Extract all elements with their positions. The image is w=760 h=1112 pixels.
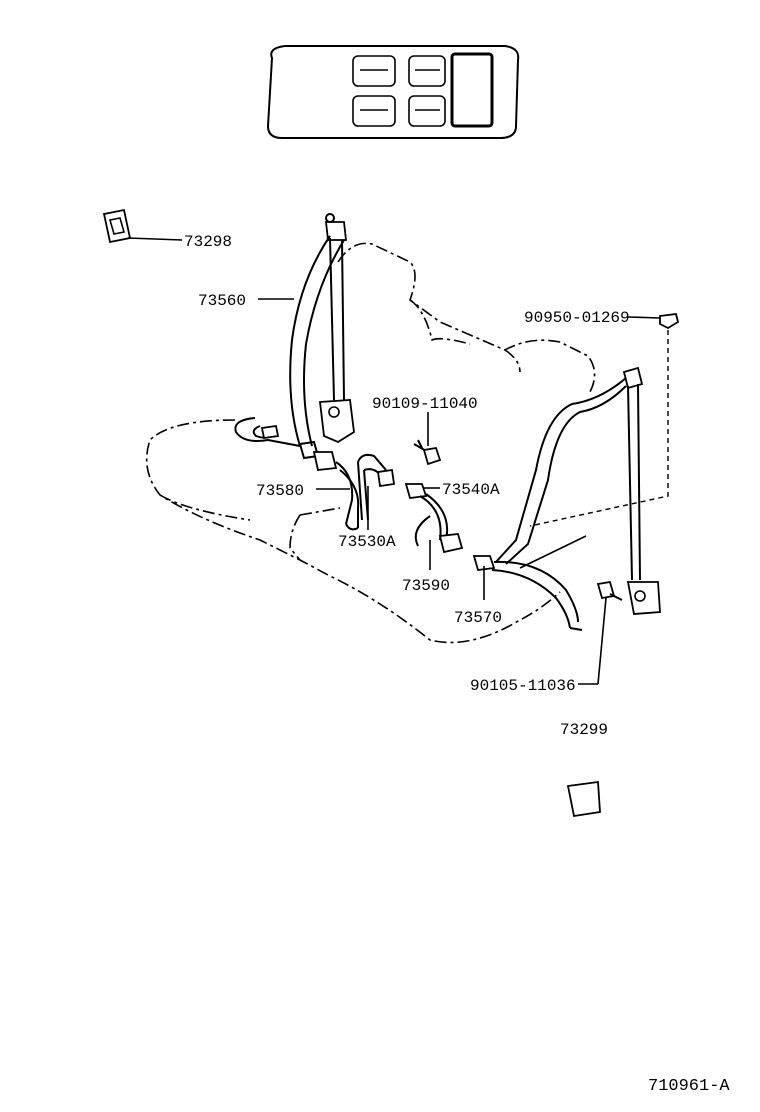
label-73299: 73299 <box>560 721 608 739</box>
left-lap-belt <box>312 451 360 531</box>
leader-lines <box>127 237 661 685</box>
part-labels: 73298 73560 90950-01269 90109-11040 7358… <box>184 233 630 739</box>
bolt-90109-icon <box>413 439 442 466</box>
center-buckle <box>404 483 464 554</box>
label-73580: 73580 <box>256 482 304 500</box>
clip-90950-icon <box>529 313 680 527</box>
label-73570: 73570 <box>454 609 502 627</box>
bolt-90105-icon <box>596 580 623 601</box>
label-73298: 73298 <box>184 233 232 251</box>
label-73540a: 73540A <box>442 481 500 499</box>
cover-73299-icon <box>566 780 601 818</box>
label-90950-01269: 90950-01269 <box>524 309 630 327</box>
label-90105-11036: 90105-11036 <box>470 677 576 695</box>
rear-seat-outline <box>145 242 596 644</box>
left-shoulder-belt <box>234 213 355 460</box>
label-73530a: 73530A <box>338 533 396 551</box>
right-shoulder-belt <box>472 366 661 631</box>
cover-73298-icon <box>102 208 132 244</box>
diagram-reference-number: 710961-A <box>648 1077 730 1096</box>
label-90109-11040: 90109-11040 <box>372 395 478 413</box>
center-belt <box>357 453 396 521</box>
vehicle-locator-icon <box>266 45 520 139</box>
label-73590: 73590 <box>402 577 450 595</box>
label-73560: 73560 <box>198 292 246 310</box>
